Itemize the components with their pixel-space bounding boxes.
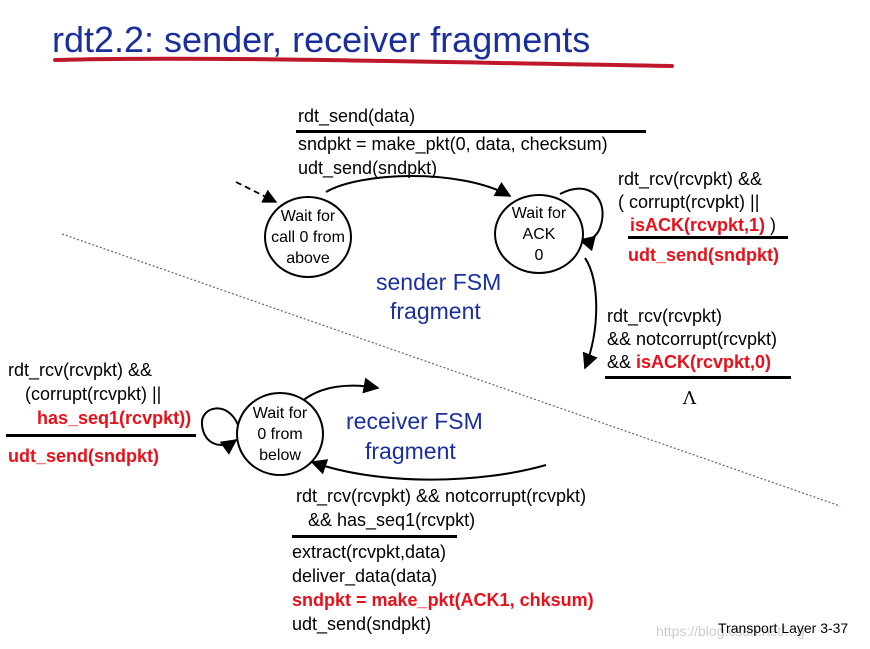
state-wait-ack-0-line-2: ACK: [522, 225, 556, 243]
state-wait-0-below-line-3: below: [259, 446, 301, 464]
receiver-self-event-1: rdt_rcv(rcvpkt) &&: [8, 360, 153, 380]
state-wait-ack-0: Wait for ACK 0: [494, 194, 584, 274]
receiver-bottom-divider: [292, 535, 457, 538]
sender-top-action-1: sndpkt = make_pkt(0, data, checksum): [298, 134, 608, 154]
state-wait-0-below-line-2: 0 from: [257, 425, 303, 443]
state-wait-ack-0-line-1: Wait for: [511, 204, 567, 222]
receiver-bottom-event-2: && has_seq1(rcvpkt): [308, 510, 476, 530]
sender-top-divider: [296, 130, 646, 133]
receiver-bottom-action-1: extract(rcvpkt,data): [292, 542, 447, 562]
receiver-self-action: udt_send(sndpkt): [8, 446, 159, 466]
receiver-caption-1: receiver FSM: [346, 408, 483, 434]
divider-line: [61, 233, 841, 507]
receiver-bottom-action-3: sndpkt = make_pkt(ACK1, chksum): [292, 590, 594, 610]
initial-arrow: [235, 181, 278, 203]
sender-exit-transition: [582, 257, 598, 370]
sender-self-divider: [628, 236, 788, 239]
state-wait-0-below-line-1: Wait for: [252, 404, 308, 422]
sender-top-transition: [325, 175, 512, 197]
sender-exit-event-3-line: && isACK(rcvpkt,0): [607, 351, 771, 373]
sender-self-event-2: ( corrupt(rcvpkt) ||: [618, 192, 760, 212]
state-wait-ack-0-line-3: 0: [534, 246, 544, 264]
state-wait-0-below: Wait for 0 from below: [236, 392, 324, 476]
title-underline: [53, 56, 674, 68]
slide-footer: Transport Layer 3-37: [718, 620, 849, 636]
state-wait-call-0-line-3: above: [286, 249, 330, 267]
receiver-bottom-event-1: rdt_rcv(rcvpkt) && notcorrupt(rcvpkt): [296, 486, 587, 506]
sender-caption-2: fragment: [390, 298, 481, 324]
receiver-self-divider: [6, 434, 196, 437]
receiver-bottom-action-4: udt_send(sndpkt): [292, 614, 432, 634]
sender-self-event-3-tail: ): [765, 215, 777, 235]
receiver-bottom-action-2: deliver_data(data): [292, 566, 438, 586]
sender-self-event-3: isACK(rcvpkt,1): [630, 215, 766, 235]
slide-title: rdt2.2: sender, receiver fragments: [52, 19, 591, 60]
receiver-self-loop: [200, 407, 239, 455]
sender-exit-event-3-prefix: &&: [607, 352, 637, 372]
state-wait-call-0-line-2: call 0 from: [271, 228, 345, 246]
sender-exit-divider: [605, 376, 791, 379]
sender-exit-event-1: rdt_rcv(rcvpkt): [607, 306, 723, 326]
state-wait-call-0: Wait for call 0 from above: [264, 196, 352, 278]
receiver-self-event-3: has_seq1(rcvpkt)): [37, 408, 192, 428]
state-wait-call-0-line-1: Wait for: [280, 207, 336, 225]
sender-caption-1: sender FSM: [376, 269, 502, 295]
sender-exit-action-lambda: Λ: [683, 388, 696, 409]
sender-self-action: udt_send(sndpkt): [628, 245, 779, 265]
watermark: https://blog.csdn.net/...g: [656, 623, 805, 639]
sender-self-event-3-line: isACK(rcvpkt,1) ): [630, 214, 776, 236]
sender-self-loop: [559, 187, 604, 252]
receiver-caption-2: fragment: [365, 438, 456, 464]
sender-exit-event-3: isACK(rcvpkt,0): [636, 352, 772, 372]
receiver-top-transition: [299, 377, 380, 404]
receiver-bottom-transition: [310, 459, 547, 481]
sender-self-event-1: rdt_rcv(rcvpkt) &&: [618, 169, 763, 189]
sender-top-action-2: udt_send(sndpkt): [298, 158, 438, 178]
receiver-self-event-2: (corrupt(rcvpkt) ||: [25, 384, 162, 404]
sender-exit-event-2: && notcorrupt(rcvpkt): [607, 329, 778, 349]
sender-top-event: rdt_send(data): [298, 106, 416, 126]
